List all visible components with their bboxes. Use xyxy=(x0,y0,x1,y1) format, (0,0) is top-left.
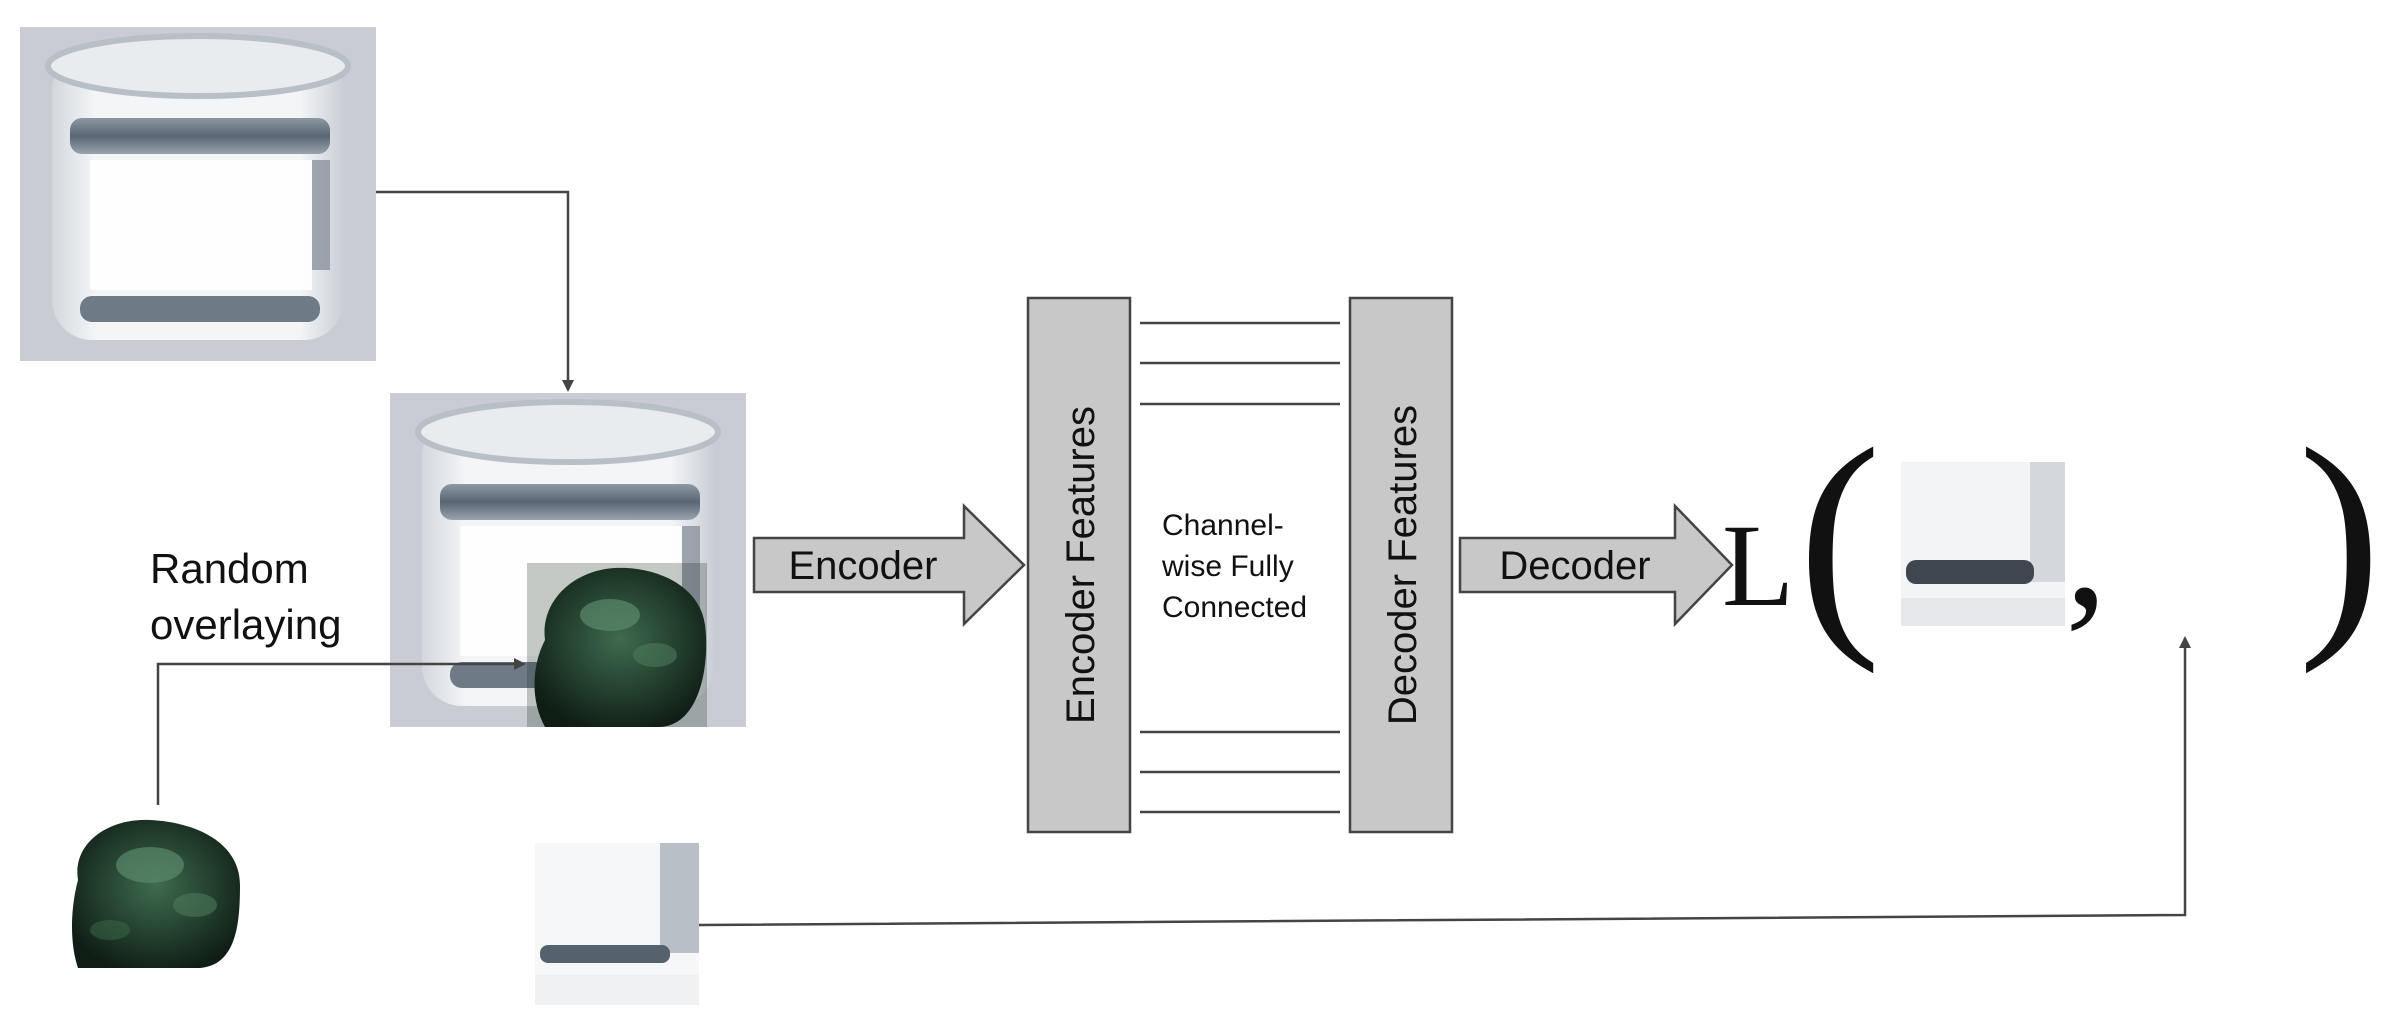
original-to-overlaid-connector xyxy=(376,190,574,392)
ground-truth-crop-image xyxy=(535,843,699,1005)
decoder-label: Decoder xyxy=(1499,544,1650,588)
random-overlaying-label-line2: overlaying xyxy=(150,601,341,648)
channel-wise-fc-label-line2: wise Fully xyxy=(1161,550,1294,583)
loss-comma: , xyxy=(2065,454,2108,642)
decoder-features-block: Decoder Features xyxy=(1348,296,1454,834)
decoder-arrow: Decoder xyxy=(1458,502,1734,628)
channel-wise-fc-label-line3: Connected xyxy=(1162,591,1307,624)
encoder-features-block: Encoder Features xyxy=(1026,296,1132,834)
predicted-crop-image xyxy=(1901,462,2065,626)
random-overlaying-label-line1: Random xyxy=(150,545,309,592)
channel-wise-fc-lines xyxy=(1140,321,1340,814)
ground-truth-to-loss-connector xyxy=(698,636,2191,927)
encoder-label: Encoder xyxy=(789,544,938,588)
decoder-features-label: Decoder Features xyxy=(1381,405,1425,725)
loss-close-paren: ) xyxy=(2298,398,2381,675)
patch-to-overlaid-connector xyxy=(156,658,526,805)
original-image xyxy=(20,27,376,361)
encoder-arrow: Encoder xyxy=(752,503,1026,627)
loss-symbol: L xyxy=(1722,500,1794,631)
overlaid-image xyxy=(390,393,746,727)
channel-wise-fc-label-line1: Channel- xyxy=(1162,509,1284,542)
loss-open-paren: ( xyxy=(1798,398,1881,675)
encoder-features-label: Encoder Features xyxy=(1059,406,1103,724)
foreground-patch-image xyxy=(72,819,240,968)
